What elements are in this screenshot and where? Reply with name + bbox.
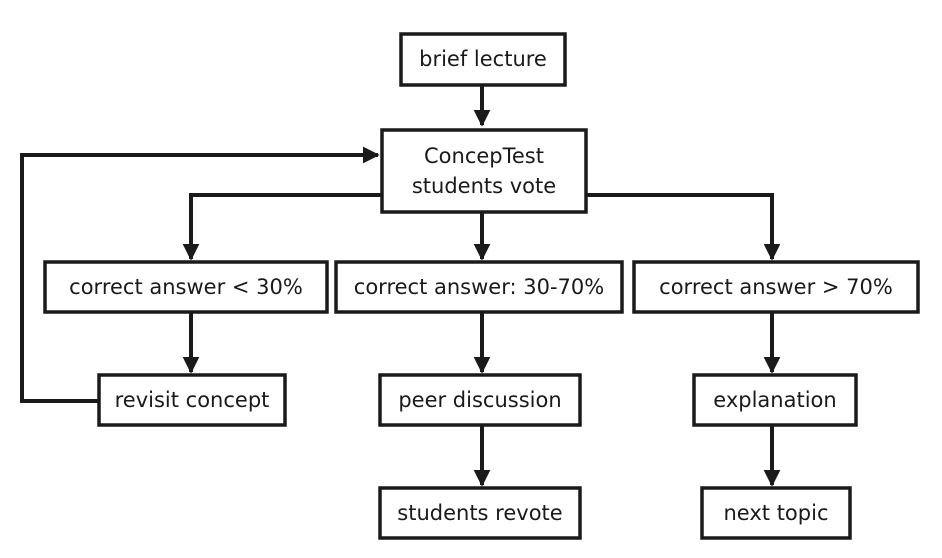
node-conceptest-subtitle: students vote <box>412 174 556 198</box>
node-correct-low-label: correct answer < 30% <box>69 275 303 299</box>
node-revisit-concept-label: revisit concept <box>115 388 270 412</box>
node-students-revote: students revote <box>378 486 582 540</box>
node-next-topic-label: next topic <box>724 501 829 525</box>
node-correct-mid: correct answer: 30-70% <box>334 260 624 314</box>
node-correct-high-label: correct answer > 70% <box>659 275 893 299</box>
node-correct-low: correct answer < 30% <box>43 260 329 314</box>
node-brief-lecture-label: brief lecture <box>419 47 547 71</box>
node-revisit-concept: revisit concept <box>97 373 287 427</box>
node-correct-high: correct answer > 70% <box>632 260 920 314</box>
node-explanation: explanation <box>692 373 858 427</box>
node-brief-lecture: brief lecture <box>399 32 567 87</box>
node-peer-discussion-label: peer discussion <box>398 388 561 412</box>
node-conceptest-title: ConcepTest <box>424 144 544 168</box>
node-explanation-label: explanation <box>713 388 836 412</box>
node-correct-mid-label: correct answer: 30-70% <box>354 275 604 299</box>
edge-conceptest-to-high <box>586 193 781 261</box>
edge-conceptest-to-low <box>182 193 382 261</box>
node-peer-discussion: peer discussion <box>378 373 582 427</box>
node-students-revote-label: students revote <box>397 501 562 525</box>
node-conceptest: ConcepTest students vote <box>380 128 588 214</box>
edge-revisit-loop-to-conceptest <box>20 146 380 403</box>
node-next-topic: next topic <box>700 486 852 540</box>
